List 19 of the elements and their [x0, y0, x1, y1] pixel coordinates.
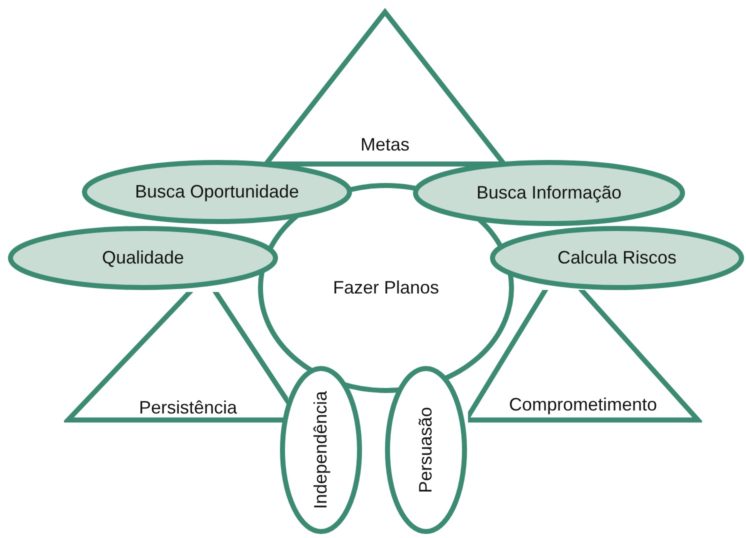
ellipse-shape [413, 160, 685, 226]
node-label: Busca Informação [476, 182, 622, 204]
node-label: Calcula Riscos [557, 248, 677, 268]
node-label: Fazer Planos [332, 278, 440, 298]
ellipse-shape [490, 226, 744, 290]
ellipse-shape [82, 160, 352, 224]
ellipse-shape [385, 366, 467, 534]
ellipse-shape [8, 226, 278, 290]
node-label: Persistência [138, 398, 238, 418]
node-label: Persuasão [416, 406, 436, 494]
node-label: Qualidade [102, 248, 184, 268]
triangle-shape [64, 292, 288, 424]
node-label: Independência [310, 390, 332, 510]
node-label: Metas [360, 134, 410, 156]
node-label: Busca Oportunidade [134, 182, 300, 202]
node-label: Comprometimento [508, 394, 658, 416]
ellipse-shape [280, 366, 362, 534]
triangle-shape [468, 290, 702, 424]
triangle-shape [262, 8, 508, 168]
